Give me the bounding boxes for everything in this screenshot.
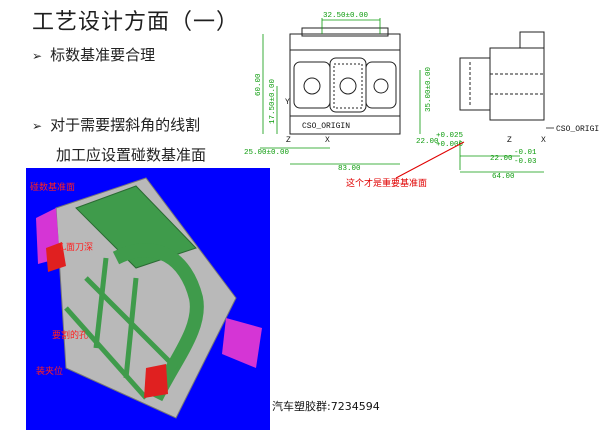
origin-label-left: CSO_ORIGIN bbox=[302, 122, 350, 131]
dim-side-a-tol-dn: +0.000 bbox=[436, 141, 464, 149]
bullet-datum-reasonable: ➢ 标数基准要合理 bbox=[32, 44, 155, 65]
dim-side-a: 22.00 bbox=[416, 138, 439, 146]
dim-side-b-tol-up: -0.01 bbox=[514, 149, 537, 157]
cad-label-clamp: 装夹位 bbox=[36, 367, 64, 377]
arrow-bullet-icon: ➢ bbox=[32, 49, 43, 63]
dim-side-total: 64.00 bbox=[492, 173, 515, 181]
footer-group-text: 汽车塑胶群:7234594 bbox=[272, 400, 380, 413]
dim-side-b: 22.00 bbox=[490, 155, 513, 163]
dim-left-inner: 17.50±0.00 bbox=[269, 78, 277, 124]
note-leader-line bbox=[395, 141, 465, 179]
front-view bbox=[289, 27, 401, 135]
cad-label-datum-face: 碰数基准面 bbox=[30, 183, 76, 193]
axis-x-side-label: X bbox=[541, 136, 546, 145]
bullet-wire-cut-angle: ➢ 对于需要摆斜角的线割 bbox=[32, 114, 200, 135]
dim-side-b-tol-dn: -0.03 bbox=[514, 158, 537, 166]
cad-label-hole: 要割的孔 bbox=[52, 331, 89, 341]
engineering-drawing: 32.50±0.00 60.00 17.50±0.00 35.00±0.00 2… bbox=[244, 12, 599, 189]
dim-left-outer: 60.00 bbox=[255, 73, 263, 96]
datum-note: 这个才是重要基准面 bbox=[346, 177, 427, 189]
bullet-continuation: 加工应设置碰数基准面 bbox=[56, 146, 207, 164]
side-view bbox=[459, 31, 545, 121]
axis-x-label: X bbox=[325, 136, 330, 145]
origin-label-right: CSO_ORIGI bbox=[556, 125, 599, 134]
dim-bottom-small: 25.00±0.00 bbox=[244, 149, 290, 157]
cad-model-render bbox=[36, 177, 262, 419]
cad-3d-view: 碰数基准面 L面刀深 要割的孔 装夹位 bbox=[26, 168, 270, 430]
dim-side-a-tol-up: +0.025 bbox=[436, 132, 464, 140]
axis-z-label: Z bbox=[286, 136, 291, 145]
arrow-bullet-icon: ➢ bbox=[32, 119, 43, 133]
bullet-text: 对于需要摆斜角的线割 bbox=[50, 116, 201, 134]
dim-top: 32.50±0.00 bbox=[323, 12, 369, 20]
slide-title: 工艺设计方面（一） bbox=[32, 10, 240, 35]
axis-y-label: Y bbox=[285, 98, 290, 107]
axis-z-side-label: Z bbox=[507, 136, 512, 145]
dim-right: 35.00±0.00 bbox=[425, 66, 433, 112]
bullet-text: 标数基准要合理 bbox=[50, 46, 156, 64]
dim-bottom: 83.00 bbox=[338, 165, 361, 173]
cad-label-l-face: L面刀深 bbox=[60, 243, 93, 253]
